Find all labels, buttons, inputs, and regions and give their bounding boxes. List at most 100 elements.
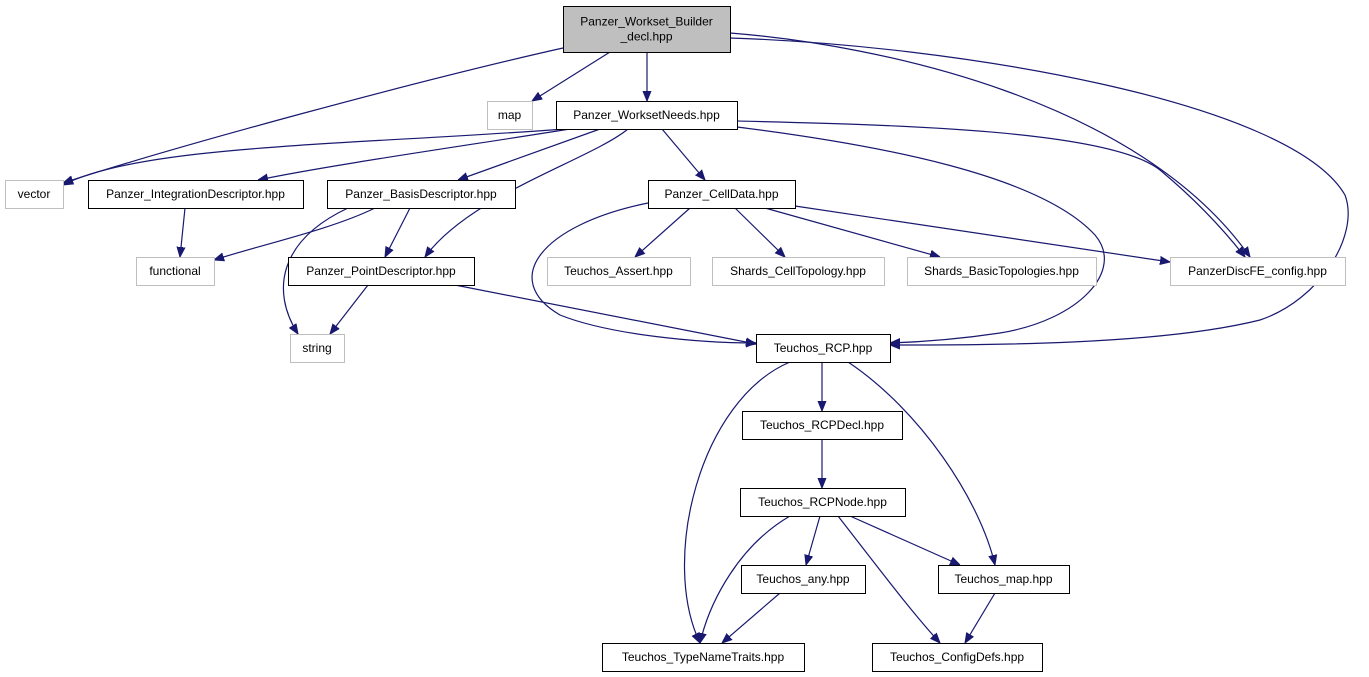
node-tassert: Teuchos_Assert.hpp <box>547 257 691 286</box>
edge-wsneeds-to-intdesc <box>258 128 571 180</box>
node-box <box>290 334 345 363</box>
node-label: Panzer_Workset_Builder_decl.hpp <box>580 15 713 44</box>
node-intdesc[interactable]: Panzer_IntegrationDescriptor.hpp <box>88 180 304 209</box>
node-box <box>938 565 1070 594</box>
node-label-line: Panzer_CellData.hpp <box>664 187 778 201</box>
node-label: Teuchos_RCPNode.hpp <box>758 495 887 509</box>
edge-celldata-to-shards_bt <box>764 207 940 257</box>
node-label-line: vector <box>18 187 51 201</box>
node-label: Teuchos_ConfigDefs.hpp <box>890 650 1024 664</box>
node-label: Panzer_BasisDescriptor.hpp <box>345 187 497 201</box>
node-label-line: Teuchos_map.hpp <box>954 572 1052 586</box>
node-box <box>1170 257 1346 286</box>
edge-rcp-to-tnt <box>683 361 791 643</box>
node-label: Teuchos_Assert.hpp <box>564 264 673 278</box>
node-box <box>136 257 215 286</box>
node-string: string <box>290 334 345 363</box>
node-label-line: Teuchos_ConfigDefs.hpp <box>890 650 1024 664</box>
node-vector: vector <box>5 180 64 209</box>
node-label-line: string <box>302 341 331 355</box>
node-box <box>88 180 304 209</box>
edge-rcpnode-to-tnt <box>700 515 791 643</box>
node-label-line: functional <box>149 264 200 278</box>
node-label: Panzer_CellData.hpp <box>664 187 778 201</box>
node-box <box>648 180 796 209</box>
node-label-line: Teuchos_RCPDecl.hpp <box>760 418 884 432</box>
edges-layer <box>63 32 1349 643</box>
node-wsneeds[interactable]: Panzer_WorksetNeeds.hpp <box>556 101 738 130</box>
node-label-line: _decl.hpp <box>619 30 672 44</box>
node-box <box>5 180 64 209</box>
node-box <box>756 334 891 363</box>
edge-celldata-to-pdfe <box>794 205 1170 262</box>
node-box <box>712 257 885 286</box>
node-label: Teuchos_RCPDecl.hpp <box>760 418 884 432</box>
node-label-line: Teuchos_RCPNode.hpp <box>758 495 887 509</box>
edge-root-to-rcp <box>729 37 1349 345</box>
node-label: Panzer_IntegrationDescriptor.hpp <box>106 187 285 201</box>
node-label-line: Panzer_PointDescriptor.hpp <box>306 264 456 278</box>
node-label-line: Teuchos_Assert.hpp <box>564 264 673 278</box>
edge-wsneeds-to-rcp <box>736 126 1105 343</box>
node-label: functional <box>149 264 200 278</box>
node-label: Teuchos_map.hpp <box>954 572 1052 586</box>
edge-pointdesc-to-rcp <box>454 284 756 344</box>
node-celldata[interactable]: Panzer_CellData.hpp <box>648 180 796 209</box>
node-label-line: PanzerDiscFE_config.hpp <box>1188 264 1327 278</box>
node-label-line: Panzer_BasisDescriptor.hpp <box>345 187 497 201</box>
node-box <box>740 488 906 517</box>
node-label-line: Teuchos_RCP.hpp <box>774 341 873 355</box>
node-label: Panzer_WorksetNeeds.hpp <box>573 108 720 122</box>
node-box <box>547 257 691 286</box>
node-label-line: Shards_BasicTopologies.hpp <box>924 264 1079 278</box>
node-box <box>741 565 866 594</box>
node-label: Teuchos_TypeNameTraits.hpp <box>622 650 785 664</box>
node-any[interactable]: Teuchos_any.hpp <box>741 565 866 594</box>
node-map: map <box>487 101 533 130</box>
edge-wsneeds-to-vector <box>63 128 566 185</box>
node-box <box>556 101 738 130</box>
edge-celldata-to-rcp <box>531 202 756 343</box>
edge-wsneeds-to-celldata <box>661 128 705 180</box>
node-rcpnode[interactable]: Teuchos_RCPNode.hpp <box>740 488 906 517</box>
node-label-line: Teuchos_TypeNameTraits.hpp <box>622 650 785 664</box>
edge-root-to-map <box>532 51 611 101</box>
node-label: map <box>498 108 522 122</box>
node-label-line: Teuchos_any.hpp <box>756 572 850 586</box>
edge-rcp-to-tmap <box>847 361 995 565</box>
node-cfg[interactable]: Teuchos_ConfigDefs.hpp <box>872 643 1043 672</box>
node-rcp[interactable]: Teuchos_RCP.hpp <box>756 334 891 363</box>
node-label-line: Shards_CellTopology.hpp <box>730 264 866 278</box>
edge-intdesc-to-functional <box>180 207 185 257</box>
node-shards-bt: Shards_BasicTopologies.hpp <box>907 257 1097 286</box>
edge-wsneeds-to-pdfe <box>736 120 1245 257</box>
node-label-line: Panzer_IntegrationDescriptor.hpp <box>106 187 285 201</box>
node-tmap[interactable]: Teuchos_map.hpp <box>938 565 1070 594</box>
node-box <box>487 101 533 130</box>
node-box <box>288 257 475 286</box>
edge-rcpnode-to-any <box>806 515 821 565</box>
edge-celldata-to-shards_ct <box>734 207 785 257</box>
edge-basisdesc-to-string <box>282 207 349 334</box>
node-shards-ct: Shards_CellTopology.hpp <box>712 257 885 286</box>
edge-basisdesc-to-pointdesc <box>385 207 411 257</box>
node-box <box>602 643 805 672</box>
node-label: Teuchos_any.hpp <box>756 572 850 586</box>
edge-basisdesc-to-functional <box>214 207 376 260</box>
edge-rcpnode-to-tmap <box>849 515 960 566</box>
node-root[interactable]: Panzer_Workset_Builder_decl.hpp <box>563 6 731 53</box>
node-rcpdecl[interactable]: Teuchos_RCPDecl.hpp <box>742 411 903 440</box>
node-label: PanzerDiscFE_config.hpp <box>1188 264 1327 278</box>
edge-rcpnode-to-cfg <box>837 515 940 643</box>
node-box <box>742 411 903 440</box>
node-tnt[interactable]: Teuchos_TypeNameTraits.hpp <box>602 643 805 672</box>
edge-celldata-to-tassert <box>635 207 691 257</box>
node-label: Shards_BasicTopologies.hpp <box>924 264 1079 278</box>
edge-tmap-to-cfg <box>965 592 996 643</box>
node-basisdesc[interactable]: Panzer_BasisDescriptor.hpp <box>327 180 516 209</box>
node-functional: functional <box>136 257 215 286</box>
node-pointdesc[interactable]: Panzer_PointDescriptor.hpp <box>288 257 475 286</box>
node-box <box>563 6 731 53</box>
